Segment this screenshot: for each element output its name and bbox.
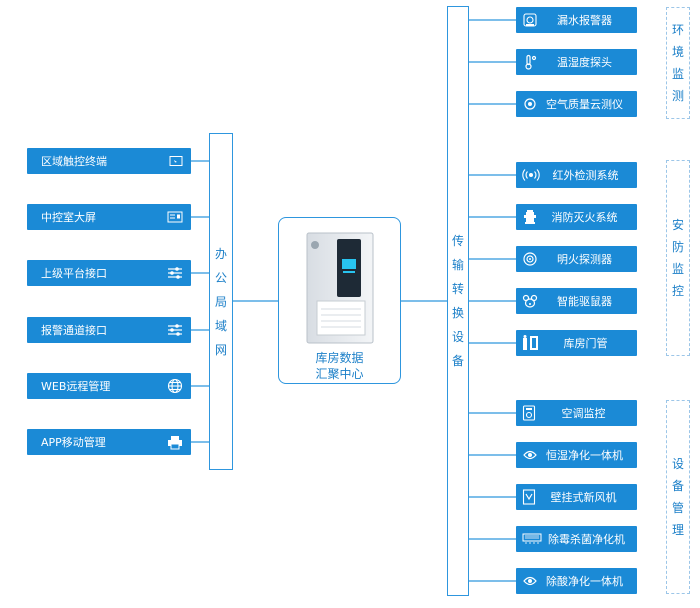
group-char: 安 xyxy=(671,218,684,232)
node-label: 漏水报警器 xyxy=(557,14,612,27)
node-upper-platform: 上级平台接口 xyxy=(27,260,191,286)
node-label: 明火探测器 xyxy=(557,253,612,266)
bus-char: 传 xyxy=(451,234,464,248)
node-touch-terminal: 区域触控终端 xyxy=(27,148,191,174)
hub-title-line2: 汇聚中心 xyxy=(315,367,364,381)
bus-char: 局 xyxy=(214,294,227,309)
node-ac-monitor: 空调监控 xyxy=(516,400,637,426)
node-fire-suppression: 消防灭火系统 xyxy=(516,204,637,230)
door-icon xyxy=(522,335,540,351)
hub-title-line1: 库房数据 xyxy=(315,351,364,365)
bus-char: 输 xyxy=(451,258,464,272)
infrared-icon xyxy=(522,168,540,182)
group-char: 境 xyxy=(671,45,684,59)
group-char: 备 xyxy=(671,479,684,493)
data-hub: 库房数据 汇聚中心 xyxy=(278,217,401,384)
leak-alarm-icon xyxy=(522,12,538,28)
air-quality-icon xyxy=(522,96,538,112)
bus-char: 设 xyxy=(451,330,464,344)
node-label: 恒湿净化一体机 xyxy=(546,449,623,462)
node-label: 除酸净化一体机 xyxy=(546,575,623,588)
group-char: 监 xyxy=(671,262,684,276)
group-char: 监 xyxy=(671,67,684,81)
group-char: 控 xyxy=(671,284,684,298)
big-screen-icon xyxy=(167,211,183,224)
node-label: 报警通道接口 xyxy=(41,324,107,337)
bus-char: 备 xyxy=(451,354,464,368)
node-label: 温湿度探头 xyxy=(557,56,612,69)
node-leak-alarm: 漏水报警器 xyxy=(516,7,637,33)
thermometer-icon xyxy=(522,54,538,70)
sliders-icon xyxy=(167,266,183,280)
node-label: 空调监控 xyxy=(561,407,606,420)
bus-char: 网 xyxy=(214,342,227,357)
touch-terminal-icon xyxy=(169,155,183,167)
group-equipment-management: 设 备 管 理 xyxy=(666,400,690,594)
bus-char: 域 xyxy=(214,318,227,333)
group-char: 环 xyxy=(671,23,684,37)
node-label: 上级平台接口 xyxy=(41,267,107,280)
node-label: 智能驱鼠器 xyxy=(557,295,612,308)
transmission-bus: 传 输 转 换 设 备 xyxy=(447,6,469,596)
node-warehouse-door: 库房门管 xyxy=(516,330,637,356)
office-lan-bus: 办 公 局 域 网 xyxy=(209,133,233,470)
node-web-remote: WEB远程管理 xyxy=(27,373,191,399)
globe-icon xyxy=(167,378,183,394)
node-humidity-purifier: 恒湿净化一体机 xyxy=(516,442,637,468)
mouse-repeller-icon xyxy=(522,293,538,309)
hydrant-icon xyxy=(522,209,538,225)
group-char: 管 xyxy=(671,501,684,515)
node-label: 区域触控终端 xyxy=(41,155,107,168)
group-char: 防 xyxy=(671,240,684,254)
node-wall-fresh-air: 壁挂式新风机 xyxy=(516,484,637,510)
node-label: 库房门管 xyxy=(563,337,608,350)
group-char: 设 xyxy=(671,457,684,471)
node-label: 空气质量云测仪 xyxy=(546,98,623,111)
group-char: 测 xyxy=(671,89,684,103)
group-char: 理 xyxy=(671,523,684,537)
node-label: 消防灭火系统 xyxy=(551,211,618,224)
printer-icon xyxy=(167,435,183,450)
bus-char: 转 xyxy=(451,282,464,296)
group-environment-monitoring: 环 境 监 测 xyxy=(666,7,690,119)
cabinet-device-icon xyxy=(306,232,374,344)
node-label: 红外检测系统 xyxy=(552,169,619,182)
acid-purifier-icon xyxy=(522,573,538,589)
node-mouse-repeller: 智能驱鼠器 xyxy=(516,288,637,314)
sterilizer-icon xyxy=(522,533,542,545)
bus-char: 公 xyxy=(214,270,227,285)
wall-fan-icon xyxy=(522,489,536,505)
bus-char: 换 xyxy=(451,306,464,320)
node-temp-humidity: 温湿度探头 xyxy=(516,49,637,75)
node-label: 壁挂式新风机 xyxy=(550,491,617,504)
node-acid-purifier: 除酸净化一体机 xyxy=(516,568,637,594)
group-security-monitoring: 安 防 监 控 xyxy=(666,160,690,356)
node-label: 除霉杀菌净化机 xyxy=(548,533,625,546)
node-label: 中控室大屏 xyxy=(41,211,96,224)
node-big-screen: 中控室大屏 xyxy=(27,204,191,230)
node-label: APP移动管理 xyxy=(41,436,106,449)
sliders-icon xyxy=(167,323,183,337)
node-mold-sterilizer: 除霉杀菌净化机 xyxy=(516,526,637,552)
node-app-mobile: APP移动管理 xyxy=(27,429,191,455)
bus-char: 办 xyxy=(214,246,227,261)
node-alarm-channel: 报警通道接口 xyxy=(27,317,191,343)
node-infrared: 红外检测系统 xyxy=(516,162,637,188)
air-conditioner-icon xyxy=(522,405,536,421)
node-label: WEB远程管理 xyxy=(41,380,111,393)
node-flame-detector: 明火探测器 xyxy=(516,246,637,272)
humidity-purifier-icon xyxy=(522,447,538,463)
node-air-quality: 空气质量云测仪 xyxy=(516,91,637,117)
flame-detector-icon xyxy=(522,251,538,267)
